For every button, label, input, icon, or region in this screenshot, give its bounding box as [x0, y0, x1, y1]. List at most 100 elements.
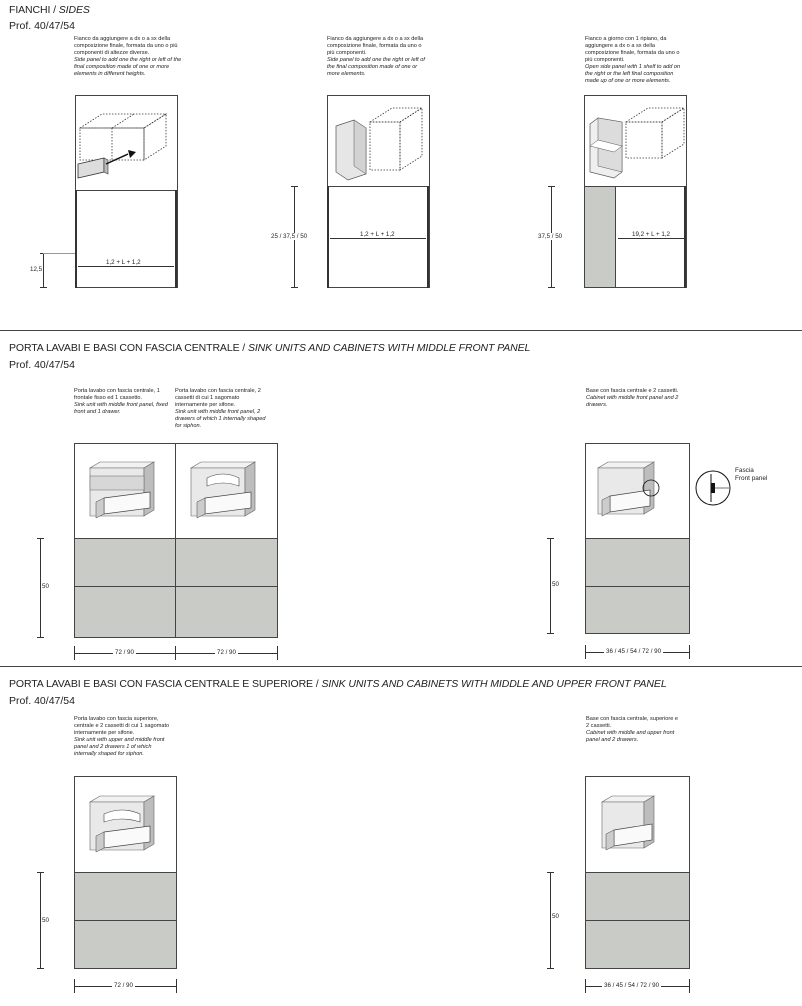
detail-label-it: Fascia — [735, 467, 754, 474]
width-dimension: 19,2 + L + 1,2 — [630, 231, 672, 238]
section-divider — [0, 666, 802, 667]
sink-unit-illustration — [189, 461, 257, 519]
dim-tick — [176, 979, 177, 993]
upper-front-panel — [74, 872, 177, 921]
width-dimension-line — [330, 238, 426, 239]
desc-en: Sink unit with middle front panel, fixed… — [74, 402, 168, 415]
width-dimension: 72 / 90 — [112, 982, 135, 989]
depth-label: Prof. 40/47/54 — [9, 695, 75, 707]
width-dimension-line — [74, 653, 278, 654]
middle-front-panel — [74, 538, 176, 587]
desc-en: Open side panel with 1 shelf to add on t… — [585, 64, 681, 84]
width-dimension-line — [618, 238, 684, 239]
height-dimension: 50 — [42, 583, 49, 590]
dim-tick — [74, 979, 75, 993]
width-dimension-line — [78, 266, 174, 267]
dim-tick — [37, 872, 44, 873]
height-dimension-line — [43, 253, 44, 288]
detail-label: Fascia Front panel — [735, 467, 767, 483]
dim-tick — [689, 979, 690, 993]
product-frame — [75, 95, 178, 288]
section-title-middle-front: PORTA LAVABI E BASI CON FASCIA CENTRALE … — [9, 342, 530, 354]
dim-tick — [689, 645, 690, 659]
desc-it: Fianco a giorno con 1 ripiano, da aggiun… — [585, 36, 680, 63]
item-description: Fianco da aggiungere a dx o a sx della c… — [327, 36, 427, 78]
desc-it: Fianco da aggiungere a dx o a sx della c… — [327, 36, 424, 56]
desc-it: Porta lavabo con fascia centrale, 1 fron… — [74, 388, 160, 401]
desc-en: Cabinet with middle front panel and 2 dr… — [586, 395, 679, 408]
desc-it: Base con fascia centrale e 2 cassetti. — [586, 388, 679, 394]
depth-label: Prof. 40/47/54 — [9, 20, 75, 32]
desc-it: Base con fascia centrale, superiore e 2 … — [586, 716, 679, 729]
height-dimension: 37,5 / 50 — [538, 233, 563, 240]
desc-it: Fianco da aggiungere a dx o a sx della c… — [74, 36, 178, 56]
dim-tick — [547, 872, 554, 873]
dim-tick — [291, 186, 298, 187]
title-it: PORTA LAVABI E BASI CON FASCIA CENTRALE … — [9, 678, 319, 690]
cabinet-illustration — [596, 461, 660, 517]
side-panel-illustration — [77, 113, 168, 179]
width-dimension: 36 / 45 / 54 / 72 / 90 — [602, 982, 662, 989]
section-divider — [0, 330, 802, 331]
middle-front-panel — [585, 920, 690, 969]
dim-tick — [548, 287, 555, 288]
item-description: Porta lavabo con fascia centrale, 2 cass… — [175, 388, 270, 430]
dim-tick — [547, 633, 554, 634]
dim-tick — [585, 979, 586, 993]
dim-tick — [585, 645, 586, 659]
side-panel-left — [75, 190, 77, 288]
height-dimension: 25 / 37,5 / 50 — [271, 233, 308, 240]
title-en: SIDES — [58, 4, 90, 16]
side-panel-left — [327, 186, 329, 288]
dim-tick — [291, 287, 298, 288]
middle-front-panel — [175, 538, 278, 587]
frame-divider — [75, 190, 178, 191]
desc-it: Porta lavabo con fascia centrale, 2 cass… — [175, 388, 261, 408]
sink-unit-illustration — [88, 461, 156, 519]
item-description: Fianco da aggiungere a dx o a sx della c… — [74, 36, 184, 78]
drawer-front — [74, 586, 176, 638]
item-description: Fianco a giorno con 1 ripiano, da aggiun… — [585, 36, 685, 85]
upper-front-panel — [585, 872, 690, 921]
cabinet-illustration — [600, 795, 656, 851]
height-dimension: 50 — [42, 917, 49, 924]
side-panel-right — [427, 186, 429, 288]
desc-en: Side panel to add one the right or left … — [74, 57, 182, 77]
side-panel-illustration — [335, 107, 424, 181]
dim-tick — [547, 968, 554, 969]
width-dimension: 1,2 + L + 1,2 — [358, 231, 397, 238]
dim-tick — [547, 538, 554, 539]
height-dimension: 12,5 — [30, 266, 43, 273]
dim-tick — [37, 637, 44, 638]
width-dimension: 1,2 + L + 1,2 — [104, 259, 143, 266]
title-it: FIANCHI / — [9, 4, 56, 16]
item-description: Base con fascia centrale e 2 cassetti. C… — [586, 388, 681, 409]
desc-en: Cabinet with middle and upper front pane… — [586, 730, 675, 743]
height-dimension-line — [40, 872, 41, 969]
side-panel-right — [684, 186, 686, 288]
item-description: Base con fascia centrale, superiore e 2 … — [586, 716, 681, 744]
title-en: SINK UNITS AND CABINETS WITH MIDDLE AND … — [321, 678, 667, 690]
middle-front-panel — [585, 538, 690, 587]
dim-tick — [37, 968, 44, 969]
title-en: SINK UNITS AND CABINETS WITH MIDDLE FRON… — [247, 342, 531, 354]
front-panel-detail-icon — [695, 470, 731, 506]
height-dimension-line — [40, 538, 41, 638]
title-it: PORTA LAVABI E BASI CON FASCIA CENTRALE … — [9, 342, 246, 354]
section-title-sides: FIANCHI / SIDES — [9, 4, 90, 16]
drawer-front — [175, 586, 278, 638]
desc-it: Porta lavabo con fascia superiore, centr… — [74, 716, 170, 736]
dim-ext — [43, 253, 75, 254]
sink-unit-illustration — [88, 795, 156, 853]
dim-tick — [175, 646, 176, 660]
frame-divider — [327, 186, 430, 187]
height-dimension: 50 — [552, 581, 559, 588]
item-description: Porta lavabo con fascia superiore, centr… — [74, 716, 174, 758]
dim-tick — [40, 287, 47, 288]
desc-en: Sink unit with middle front panel, 2 dra… — [175, 409, 266, 429]
item-description: Porta lavabo con fascia centrale, 1 fron… — [74, 388, 169, 416]
dim-tick — [74, 646, 75, 660]
dim-tick — [548, 186, 555, 187]
middle-front-panel — [74, 920, 177, 969]
width-dimension: 72 / 90 — [113, 649, 136, 656]
